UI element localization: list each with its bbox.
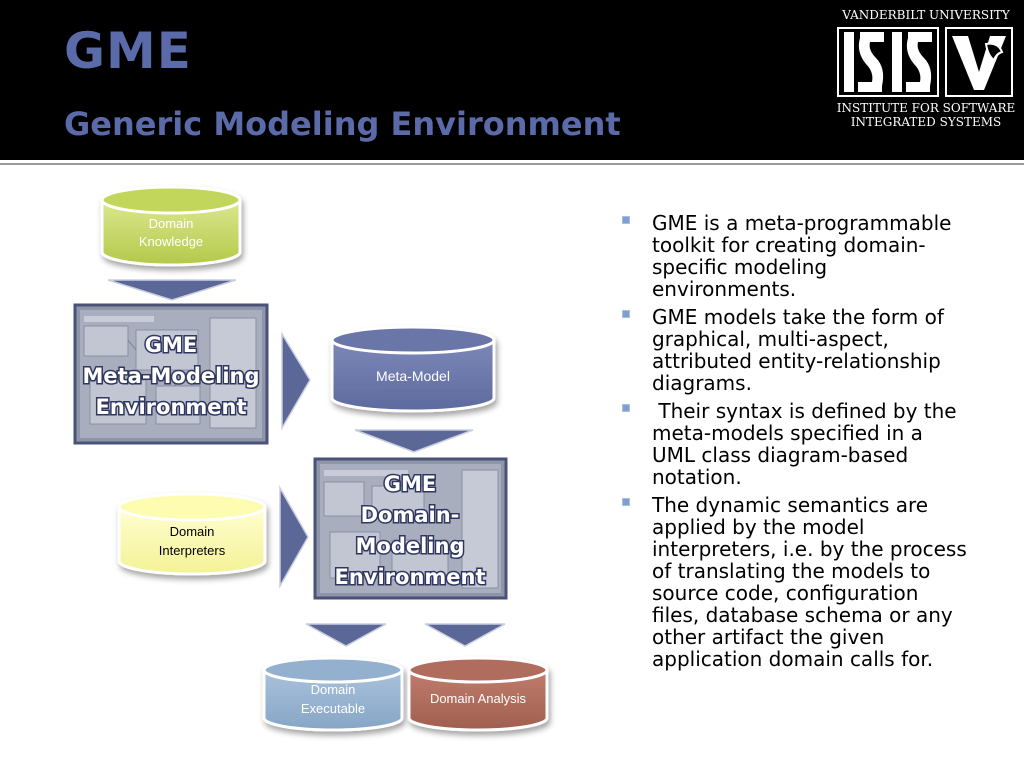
bullet-line: GME models take the form of — [652, 305, 944, 329]
bullet-line: Their syntax is defined by the — [652, 399, 957, 423]
arrow-knowledge-to-meta-env — [107, 279, 237, 301]
square-bullet-icon — [622, 310, 630, 318]
page-subtitle: Generic Modeling Environment — [64, 105, 621, 143]
domain-modeling-env-label-4: Environment — [334, 565, 485, 589]
bullet-line: diagrams. — [652, 371, 752, 395]
domain-modeling-env-label-3: Modeling — [356, 534, 465, 558]
domain-modeling-env-box — [313, 457, 508, 600]
domain-executable-cylinder — [262, 656, 404, 732]
bullet-line: of translating the models to — [652, 559, 931, 583]
square-bullet-icon — [622, 498, 630, 506]
isis-vanderbilt-logo — [837, 27, 1013, 97]
bullet-item: GME models take the form of graphical, m… — [622, 306, 992, 394]
header-divider — [0, 160, 1024, 168]
bullet-line: interpreters, i.e. by the process — [652, 537, 967, 561]
bullet-line: UML class diagram-based — [652, 443, 909, 467]
arrow-to-domain-analysis — [424, 623, 506, 647]
domain-interpreters-label-1: Domain — [170, 524, 215, 539]
bullet-line: specific modeling — [652, 255, 828, 279]
bullet-list: GME is a meta-programmable toolkit for c… — [622, 212, 992, 676]
logo-institute-line-2: INTEGRATED SYSTEMS — [850, 115, 1002, 129]
meta-modeling-env-box — [73, 303, 269, 445]
domain-knowledge-label-1: Domain — [149, 216, 194, 231]
logo-university-text: VANDERBILT UNIVERSITY — [842, 8, 1010, 22]
bullet-line: attributed entity-relationship — [652, 349, 941, 373]
meta-modeling-env-label-3: Environment — [95, 395, 246, 419]
arrow-interpreters-to-domain-env — [279, 485, 309, 589]
bullet-line: application domain calls for. — [652, 647, 934, 671]
logo-institute-line-1: INSTITUTE FOR SOFTWARE — [836, 101, 1016, 115]
meta-model-cylinder — [330, 325, 496, 413]
bullet-line: graphical, multi-aspect, — [652, 327, 889, 351]
bullet-line: The dynamic semantics are — [652, 493, 929, 517]
domain-interpreters-label-2: Interpreters — [159, 543, 226, 558]
domain-analysis-label: Domain Analysis — [430, 691, 527, 706]
arrow-meta-model-to-domain-env — [354, 429, 474, 453]
domain-interpreters-cylinder — [117, 492, 267, 576]
bullet-item: GME is a meta-programmable toolkit for c… — [622, 212, 992, 300]
bullet-line: other artifact the given — [652, 625, 885, 649]
gme-workflow-diagram: Domain Knowledge GME Meta-Modeling Envir… — [73, 185, 549, 732]
bullet-line: applied by the model — [652, 515, 865, 539]
bullet-line: meta-models specified in a — [652, 421, 923, 445]
domain-modeling-env-label-1: GME — [384, 472, 436, 496]
bullet-line: notation. — [652, 465, 742, 489]
bullet-item: Their syntax is defined by the meta-mode… — [622, 400, 992, 488]
square-bullet-icon — [622, 404, 630, 412]
bullet-line: environments. — [652, 277, 797, 301]
logo-institute-text: INSTITUTE FOR SOFTWARE INTEGRATED SYSTEM… — [836, 101, 1016, 129]
meta-modeling-env-label-2: Meta-Modeling — [82, 364, 259, 388]
domain-knowledge-cylinder — [100, 185, 242, 267]
domain-knowledge-label-2: Knowledge — [139, 234, 203, 249]
bullet-item: The dynamic semantics are applied by the… — [622, 494, 992, 670]
bullet-line: files, database schema or any — [652, 603, 953, 627]
domain-executable-label-1: Domain — [311, 682, 356, 697]
domain-executable-label-2: Executable — [301, 701, 365, 716]
bullet-line: toolkit for creating domain- — [652, 233, 926, 257]
domain-modeling-env-label-2: Domain- — [361, 503, 460, 527]
arrow-meta-env-to-meta-model — [281, 331, 311, 431]
page-title: GME — [64, 22, 192, 80]
meta-model-label: Meta-Model — [376, 368, 450, 384]
bullet-line: GME is a meta-programmable — [652, 211, 952, 235]
domain-analysis-cylinder — [407, 656, 549, 732]
square-bullet-icon — [622, 216, 630, 224]
meta-modeling-env-label-1: GME — [145, 333, 197, 357]
bullet-line: source code, configuration — [652, 581, 919, 605]
arrow-to-domain-executable — [305, 623, 387, 647]
